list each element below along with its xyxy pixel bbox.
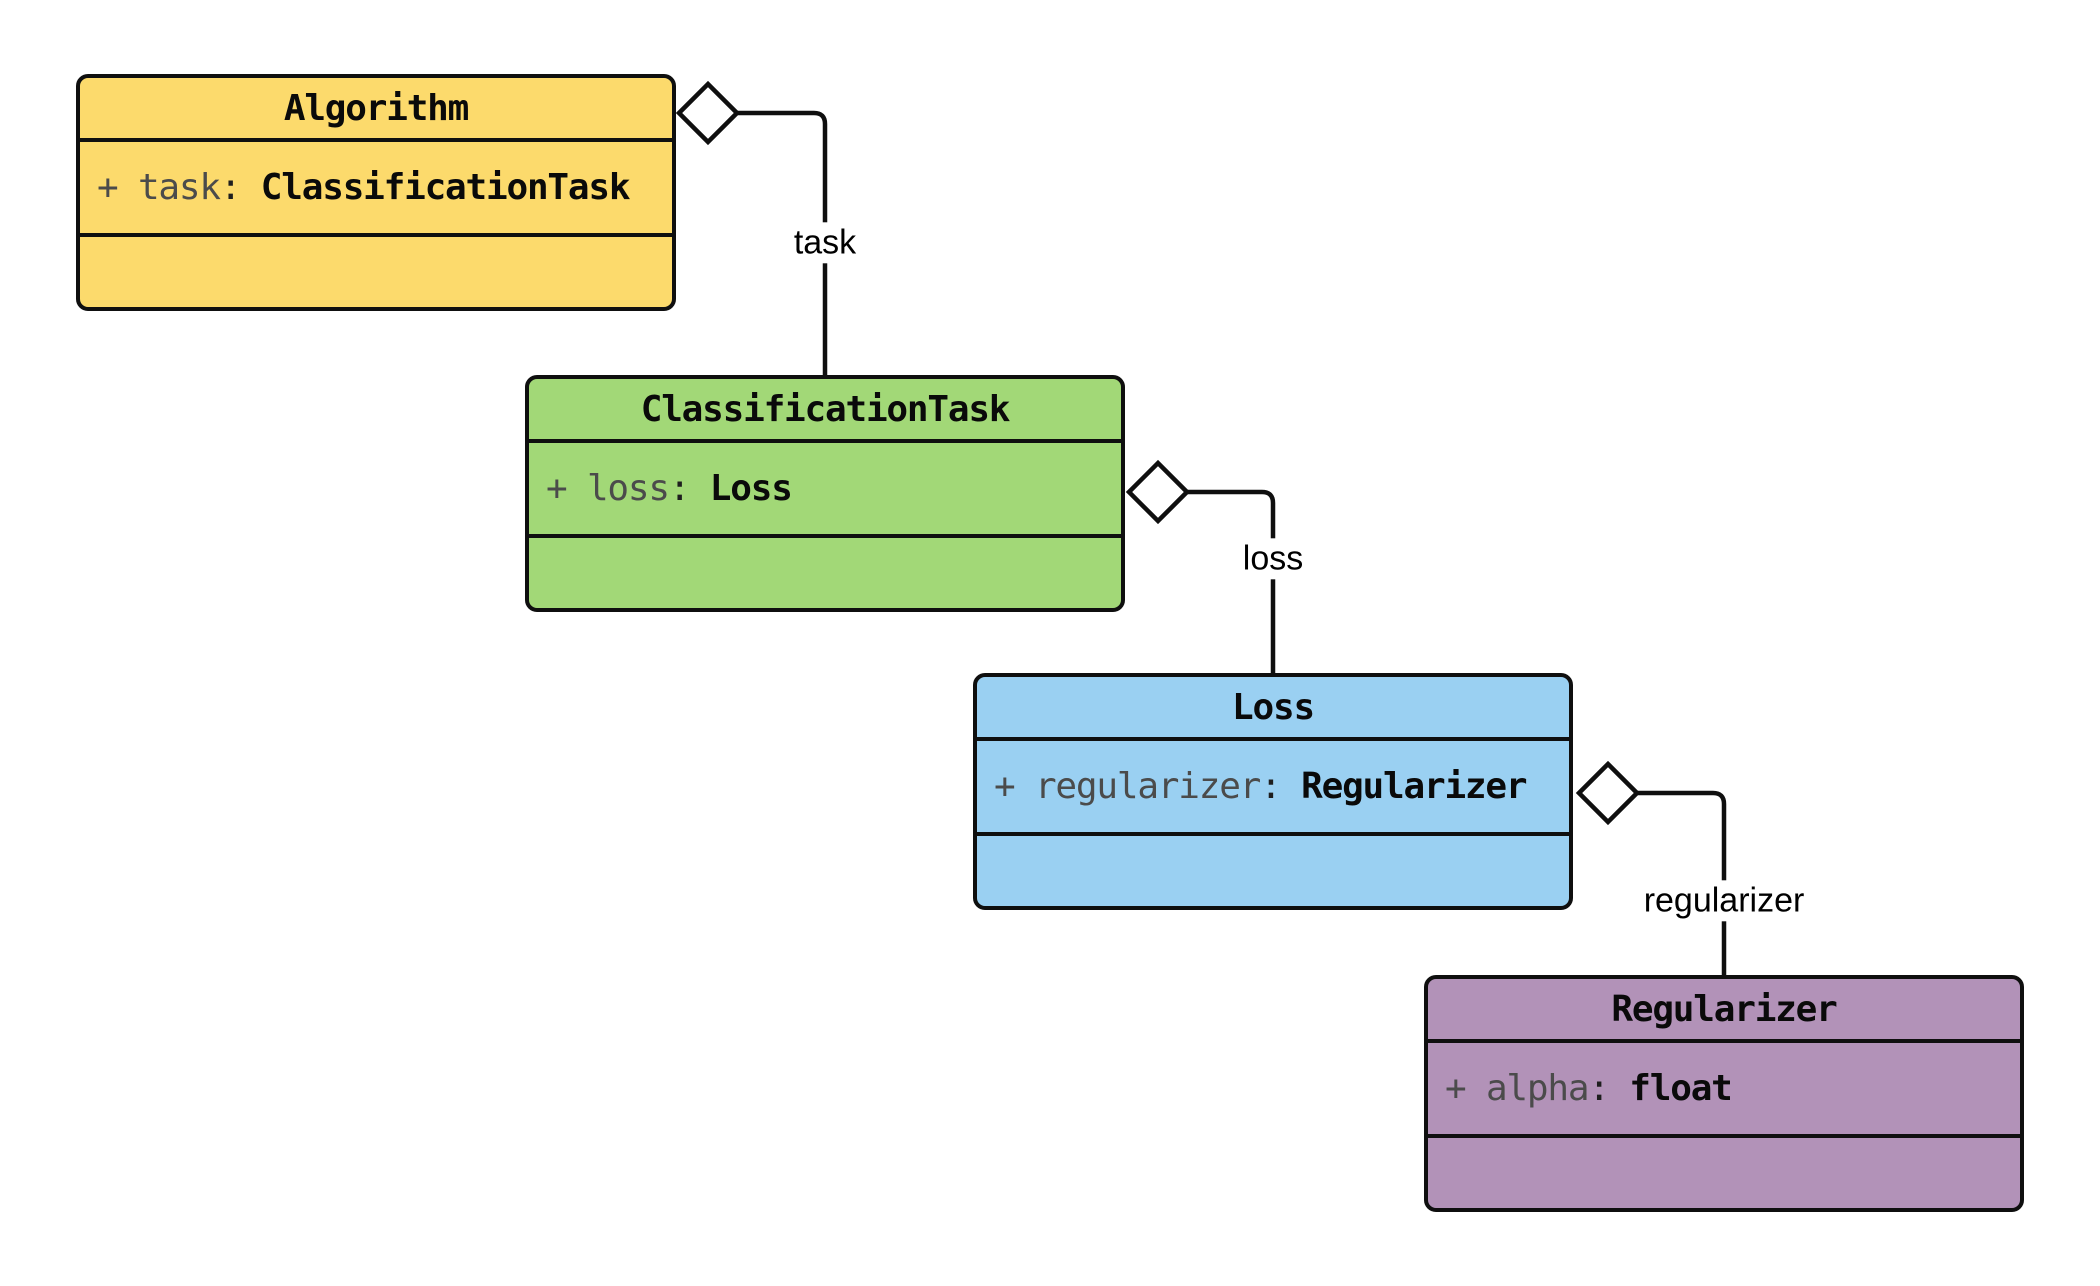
edge-label-regularizer: regularizer — [1635, 880, 1813, 922]
class-methods-empty — [977, 836, 1569, 906]
attribute-name: + task — [97, 167, 221, 208]
class-attributes: + regularizer: Regularizer — [977, 741, 1569, 836]
attribute-colon: : — [219, 167, 261, 208]
class-methods-empty — [1428, 1138, 2020, 1208]
class-title: Algorithm — [80, 78, 672, 142]
edge-line-regularizer — [1637, 790, 1727, 976]
aggregation-diamond-algorithm — [675, 80, 741, 146]
attribute-type: Loss — [709, 468, 793, 509]
class-methods-empty — [529, 538, 1121, 608]
attribute-name: + regularizer — [994, 766, 1261, 807]
attribute-name: + loss — [546, 468, 670, 509]
edge-label-loss: loss — [1234, 538, 1312, 580]
class-box-loss: Loss + regularizer: Regularizer — [973, 673, 1573, 910]
attribute-colon: : — [1588, 1068, 1630, 1109]
attribute-name: + alpha — [1445, 1068, 1590, 1109]
class-methods-empty — [80, 237, 672, 307]
class-box-classificationtask: ClassificationTask + loss: Loss — [525, 375, 1125, 612]
class-attributes: + task: ClassificationTask — [80, 142, 672, 237]
attribute-colon: : — [1260, 766, 1302, 807]
class-attributes: + alpha: float — [1428, 1043, 2020, 1138]
class-box-regularizer: Regularizer + alpha: float — [1424, 975, 2024, 1212]
class-title: Loss — [977, 677, 1569, 741]
edge-line-loss — [1187, 489, 1276, 674]
aggregation-diamond-loss — [1575, 760, 1641, 826]
attribute-type: Regularizer — [1301, 766, 1527, 807]
edge-line-task — [737, 110, 828, 375]
attribute-type: float — [1629, 1068, 1733, 1109]
aggregation-diamond-classificationtask — [1125, 459, 1191, 525]
class-title: ClassificationTask — [529, 379, 1121, 443]
class-attributes: + loss: Loss — [529, 443, 1121, 538]
class-title: Regularizer — [1428, 979, 2020, 1043]
class-box-algorithm: Algorithm + task: ClassificationTask — [76, 74, 676, 311]
attribute-type: ClassificationTask — [260, 167, 631, 208]
attribute-colon: : — [668, 468, 710, 509]
edge-label-task: task — [785, 222, 865, 264]
